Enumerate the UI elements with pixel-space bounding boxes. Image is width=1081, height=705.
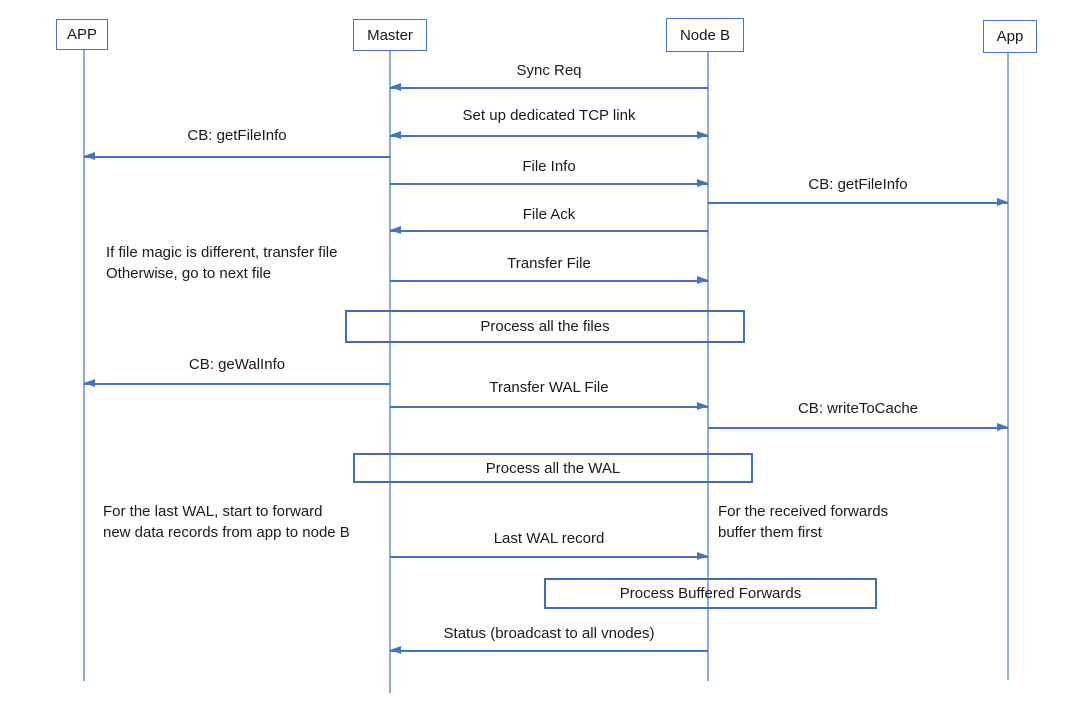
message-line-tcp-link [390,135,708,137]
message-label-cb-getfileinfo-right: CB: getFileInfo [808,176,908,193]
message-line-transfer-file [390,280,708,282]
arrowhead-left-icon [84,152,95,160]
process-box-process-forwards: Process Buffered Forwards [544,578,877,609]
message-line-sync-req [390,87,708,89]
note-buffer-first: For the received forwards buffer them fir… [718,502,888,543]
note-file-magic: If file magic is different, transfer fil… [106,243,337,284]
note-last-wal-line-1: For the last WAL, start to forward [103,503,323,520]
note-buffer-first-line-1: For the received forwards [718,503,889,520]
note-buffer-first-line-2: buffer them first [718,523,822,541]
actor-box-app-right: App [983,20,1037,53]
note-last-wal-line-2: new data records from app to node B [103,523,350,541]
message-line-file-ack [390,230,708,232]
message-line-cb-getfileinfo-app [84,156,390,158]
lifeline-master [389,51,391,693]
arrowhead-right-icon [697,179,708,187]
lifeline-app-right [1007,53,1009,680]
message-label-last-wal-record: Last WAL record [493,530,605,547]
arrowhead-right-icon [997,198,1008,206]
message-label-file-ack: File Ack [522,206,576,223]
process-box-process-wal: Process all the WAL [353,453,753,483]
message-label-transfer-file: Transfer File [507,255,591,272]
arrowhead-right-icon [697,402,708,410]
arrowhead-left-icon [390,131,401,139]
lifeline-node-b [707,52,709,681]
lifeline-app-left [83,50,85,681]
message-label-transfer-wal-file: Transfer WAL File [489,379,609,396]
message-line-cb-writetocache [708,427,1008,429]
arrowhead-right-icon [997,423,1008,431]
actor-box-node-b: Node B [666,18,744,52]
actor-box-master: Master [353,19,427,51]
message-label-status-broadcast: Status (broadcast to all vnodes) [443,625,655,642]
message-line-file-info [390,183,708,185]
message-label-cb-getfileinfo-app: CB: getFileInfo [187,127,287,144]
message-line-cb-getfileinfo-right [708,202,1008,204]
note-file-magic-line-2: Otherwise, go to next file [106,264,272,282]
arrowhead-left-icon [390,83,401,91]
arrowhead-left-icon [390,646,401,654]
arrowhead-right-icon [697,276,708,284]
message-label-cb-gewalinfo: CB: geWalInfo [188,356,286,373]
message-line-last-wal-record [390,556,708,558]
message-label-cb-writetocache: CB: writeToCache [797,400,919,417]
message-line-status-broadcast [390,650,708,652]
message-line-transfer-wal-file [390,406,708,408]
actor-box-app-left: APP [56,19,108,50]
message-label-sync-req: Sync Req [516,62,582,79]
note-last-wal: For the last WAL, start to forward new da… [103,502,350,543]
message-line-cb-gewalinfo [84,383,390,385]
process-box-process-files: Process all the files [345,310,745,343]
arrowhead-left-icon [84,379,95,387]
message-label-file-info: File Info [522,158,576,175]
arrowhead-right-icon [697,552,708,560]
note-file-magic-line-1: If file magic is different, transfer fil… [106,244,338,261]
arrowhead-left-icon [390,226,401,234]
arrowhead-right-icon [697,131,708,139]
message-label-tcp-link: Set up dedicated TCP link [462,107,636,124]
